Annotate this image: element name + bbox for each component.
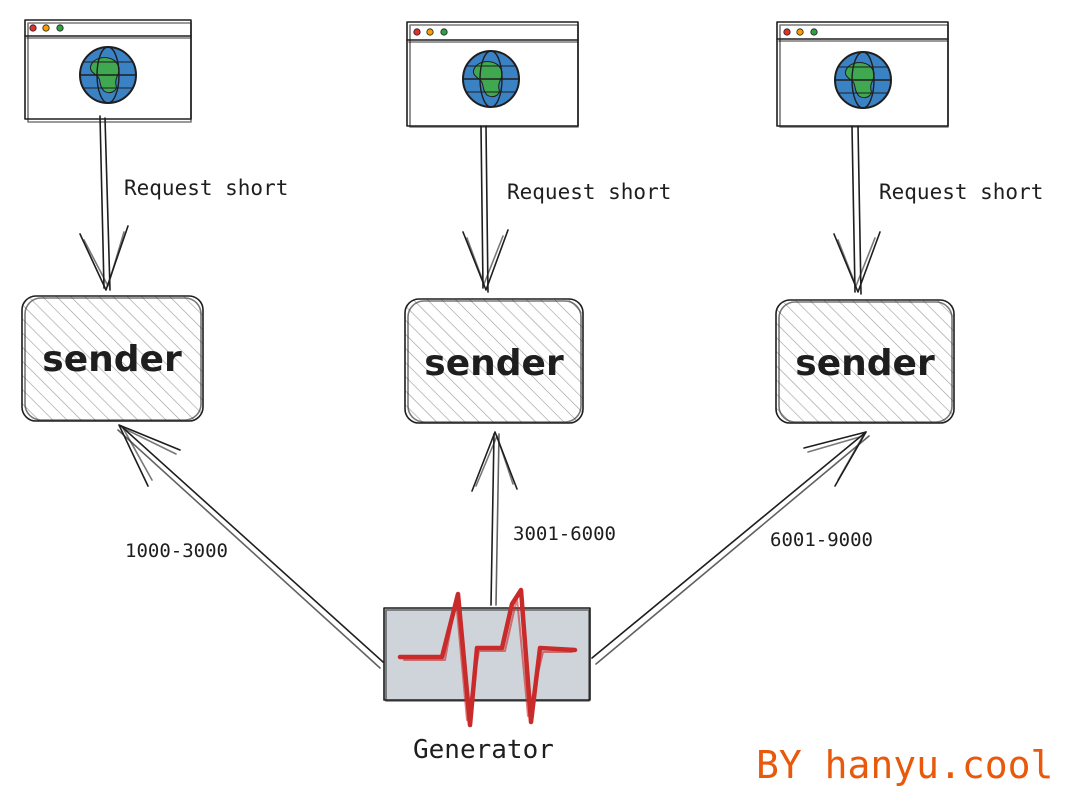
request-label-right: Request short: [879, 180, 1043, 204]
window-close-dot: [783, 28, 791, 36]
sender-label: sender: [42, 339, 182, 380]
window-maximize-dot: [56, 24, 64, 32]
sender-box-middle: sender: [404, 298, 584, 424]
request-label-left: Request short: [124, 176, 288, 200]
window-close-dot: [413, 28, 421, 36]
pulse-wave-icon: [397, 587, 578, 728]
window-close-dot: [29, 24, 37, 32]
range-arrow-middle: [471, 431, 518, 606]
range-label-middle: 3001-6000: [513, 523, 616, 545]
sender-box-right: sender: [775, 299, 955, 424]
window-minimize-dot: [426, 28, 434, 36]
request-arrow-left: [79, 115, 129, 291]
globe-icon: [462, 50, 520, 108]
author-credit: BY hanyu.cool: [756, 743, 1053, 787]
globe-icon: [79, 46, 137, 104]
window-maximize-dot: [810, 28, 818, 36]
range-arrow-left: [117, 424, 384, 669]
browser-window-right: [776, 21, 949, 128]
request-label-middle: Request short: [507, 180, 671, 204]
window-minimize-dot: [42, 24, 50, 32]
generator-box: [383, 587, 591, 728]
browser-window-middle: [406, 21, 579, 128]
sender-box-left: sender: [21, 295, 204, 422]
generator-label: Generator: [413, 735, 554, 765]
browser-window-left: [24, 19, 192, 123]
globe-icon: [834, 51, 892, 109]
request-arrow-right: [833, 125, 881, 295]
range-arrow-right: [591, 431, 870, 665]
sender-label: sender: [795, 343, 935, 384]
request-arrow-middle: [462, 125, 509, 293]
window-minimize-dot: [796, 28, 804, 36]
range-label-right: 6001-9000: [770, 529, 873, 551]
sender-label: sender: [424, 343, 564, 384]
window-maximize-dot: [440, 28, 448, 36]
range-label-left: 1000-3000: [125, 540, 228, 562]
